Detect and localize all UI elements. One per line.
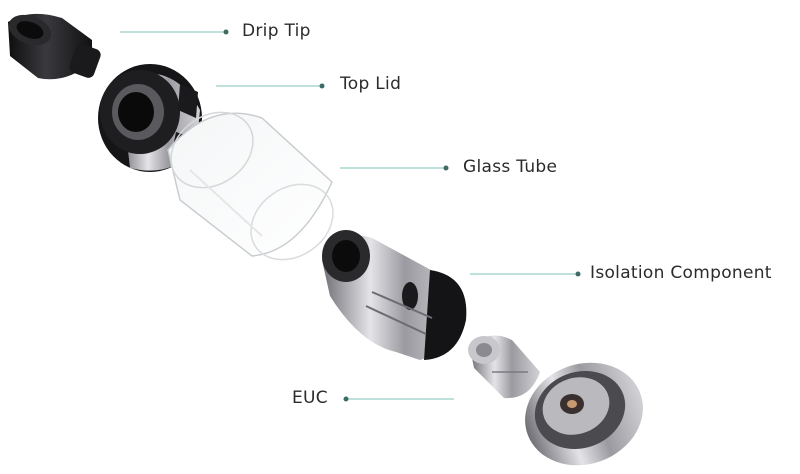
drip-tip-part	[8, 13, 101, 80]
base-part	[525, 362, 643, 466]
label-glass-tube: Glass Tube	[463, 157, 558, 177]
leader-top-lid	[216, 83, 325, 89]
label-drip-tip: Drip Tip	[242, 21, 311, 41]
label-isolation-component: Isolation Component	[590, 263, 772, 283]
leader-euc	[343, 396, 454, 402]
label-top-lid: Top Lid	[340, 74, 402, 94]
leader-glass-tube	[340, 165, 449, 171]
leader-isolation-component	[470, 271, 581, 277]
top-lid-part	[98, 64, 202, 172]
isolation-component-part	[322, 230, 467, 360]
leader-drip-tip	[120, 29, 229, 35]
glass-tube-part	[167, 111, 334, 261]
euc-coil-part	[468, 335, 540, 399]
label-euc: EUC	[292, 388, 328, 408]
